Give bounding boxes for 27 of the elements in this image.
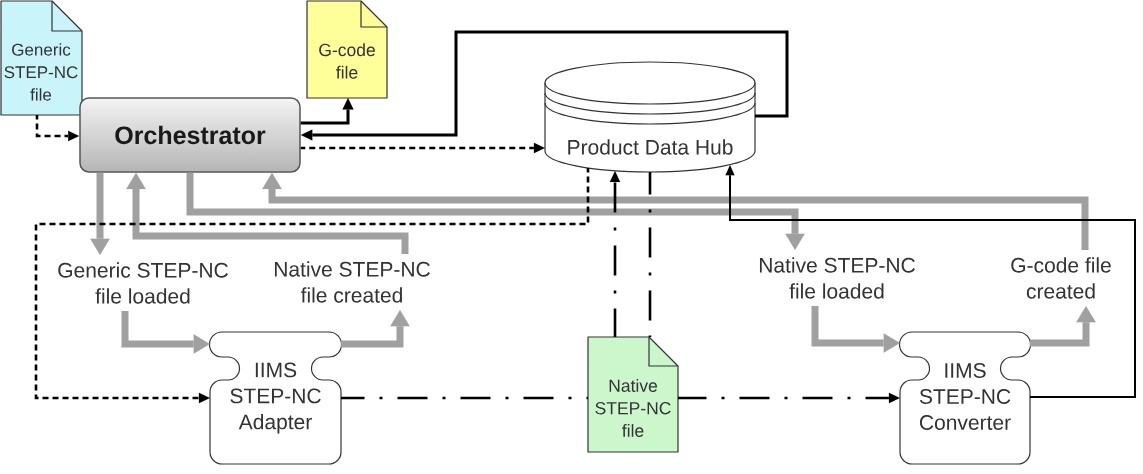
connector-line bbox=[648, 172, 652, 337]
arrow bbox=[34, 168, 590, 404]
arrow bbox=[300, 142, 545, 154]
file-document: Generic STEP-NC file bbox=[0, 0, 83, 116]
component-box: IIMS STEP-NC Adapter bbox=[208, 331, 343, 465]
arrow bbox=[186, 172, 805, 251]
database-cylinder: Product Data Hub bbox=[544, 61, 756, 173]
step-label: G-code file created bbox=[1011, 257, 1111, 299]
file-document: G-code file bbox=[306, 0, 388, 99]
arrow bbox=[126, 172, 409, 255]
step-label: Generic STEP-NC file loaded bbox=[58, 262, 228, 304]
process-box: Orchestrator bbox=[79, 97, 301, 173]
arrow bbox=[121, 310, 210, 354]
arrow bbox=[811, 305, 900, 353]
connector-line bbox=[341, 396, 588, 400]
step-label: Native STEP-NC file created bbox=[274, 261, 430, 303]
arrow bbox=[300, 98, 354, 125]
arrow bbox=[725, 165, 1136, 398]
component-box: IIMS STEP-NC Converter bbox=[898, 331, 1032, 465]
arrow bbox=[678, 392, 900, 404]
arrow bbox=[262, 172, 1089, 251]
file-document: Native STEP-NC file bbox=[587, 336, 679, 453]
arrow bbox=[90, 172, 110, 256]
step-label: Native STEP-NC file loaded bbox=[759, 257, 915, 299]
arrow bbox=[35, 115, 80, 142]
arrow bbox=[300, 30, 789, 141]
arrow bbox=[609, 171, 621, 337]
